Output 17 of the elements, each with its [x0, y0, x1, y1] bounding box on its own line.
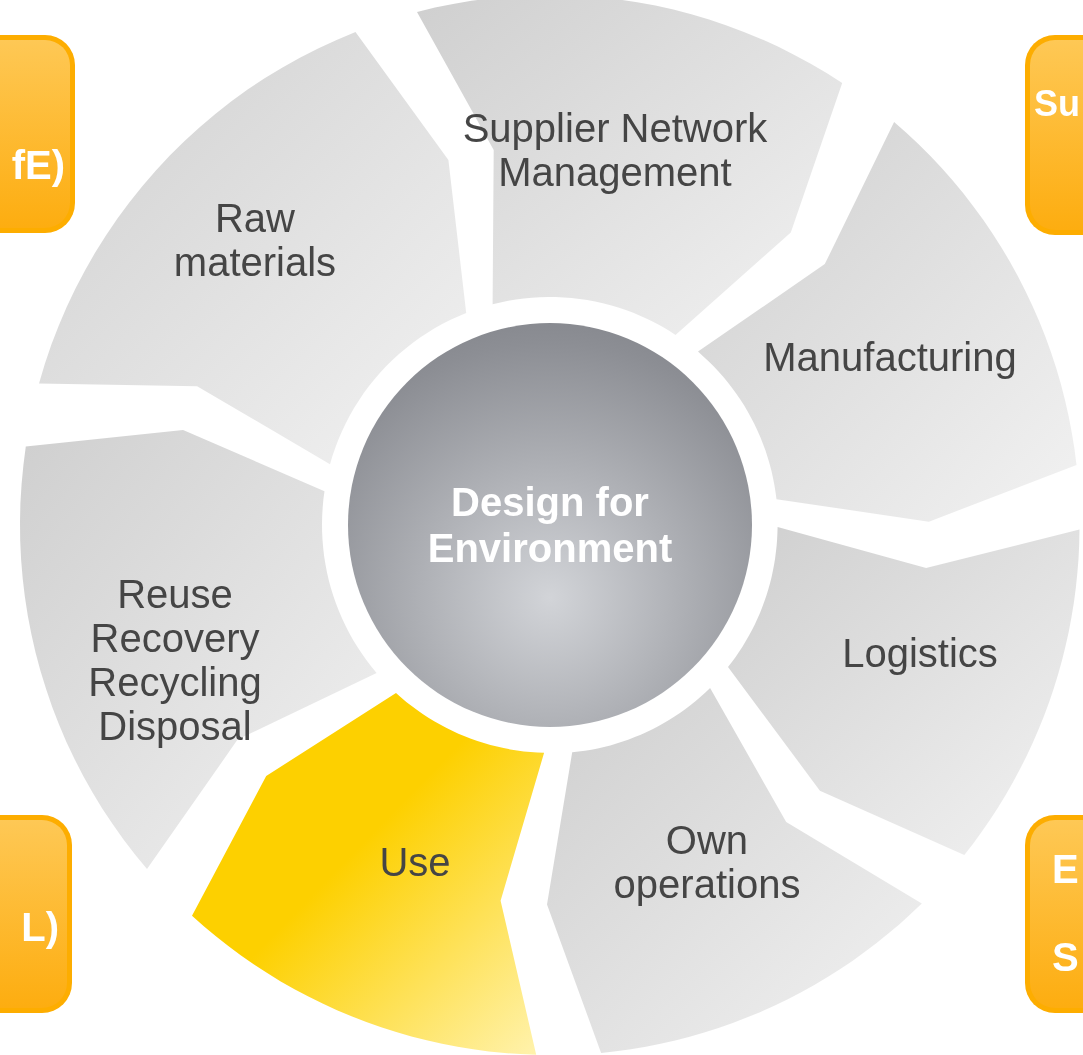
card-text: E	[1052, 847, 1079, 892]
segment-label: Logistics	[841, 631, 999, 675]
card-text: Su	[1034, 83, 1080, 125]
segment-label: Raw materials	[172, 196, 338, 284]
center-title: Design for Environment	[426, 479, 674, 571]
segment-label: Reuse Recovery Recycling Disposal	[87, 572, 263, 748]
info-card	[1025, 815, 1083, 1013]
card-text: L)	[21, 905, 59, 950]
info-card	[0, 35, 75, 233]
segment-label: Own operations	[612, 818, 802, 906]
segment-label: Use	[378, 840, 452, 884]
card-text: fE)	[11, 143, 65, 188]
card-text: S	[1052, 935, 1079, 980]
info-card	[1025, 35, 1083, 235]
segment-label: Supplier Network Management	[461, 106, 769, 194]
segment-label: Manufacturing	[762, 335, 1018, 379]
info-card	[0, 815, 72, 1013]
